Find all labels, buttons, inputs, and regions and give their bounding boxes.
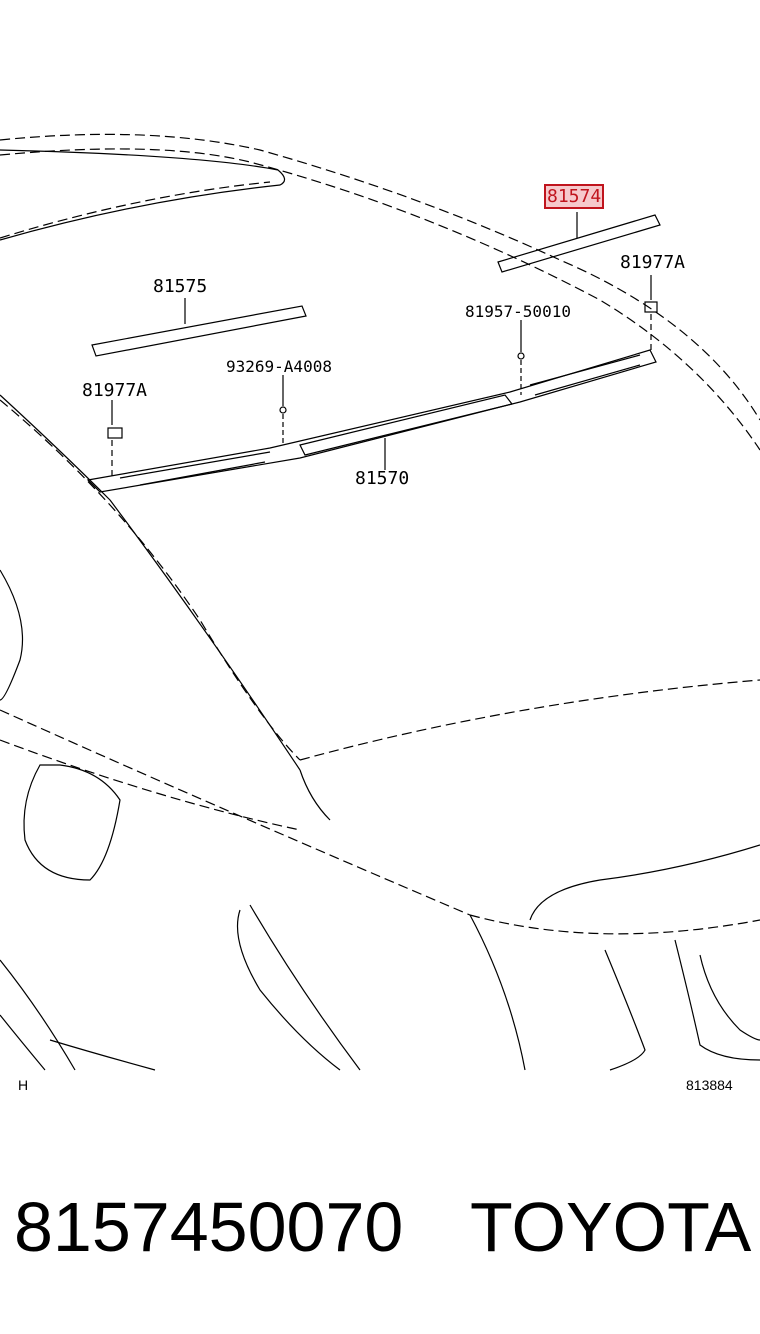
body-outline	[0, 133, 760, 935]
callout-93269-a4008: 93269-A4008	[226, 357, 332, 376]
callout-81957-50010: 81957-50010	[465, 302, 571, 321]
callout-81575: 81575	[153, 276, 208, 297]
corner-mark: H	[18, 1077, 29, 1093]
diagram-code: 813884	[686, 1077, 733, 1093]
body-solid-lines	[0, 149, 760, 1071]
brand-name: TOYOTA	[470, 1188, 752, 1266]
callout-81570: 81570	[355, 468, 410, 489]
parts-diagram	[0, 133, 760, 1071]
roof-molding-rh	[497, 212, 661, 273]
roof-molding-lh	[91, 298, 307, 357]
lamp-assembly	[86, 349, 657, 493]
clip-left	[107, 400, 123, 478]
callout-81977a-left: 81977A	[82, 380, 148, 401]
clip-right	[644, 275, 658, 350]
part-number: 8157450070	[14, 1188, 404, 1266]
callout-81977a-right: 81977A	[620, 252, 686, 273]
screw-left	[279, 375, 287, 445]
screw-right	[517, 320, 525, 395]
callout-81574: 81574	[543, 184, 605, 209]
